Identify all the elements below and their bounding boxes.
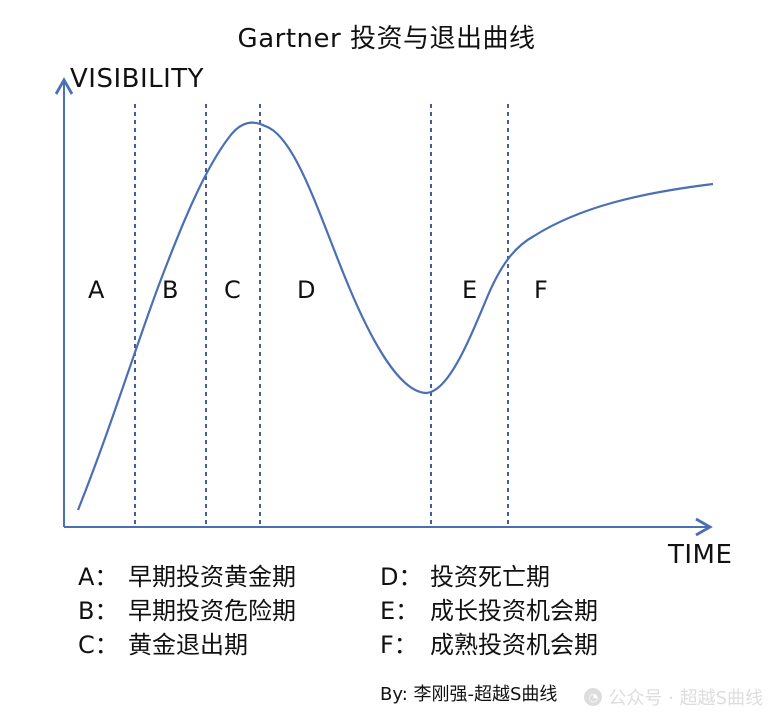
legend-item-f: F： 成熟投资机会期 bbox=[380, 628, 598, 662]
legend-item-a: A： 早期投资黄金期 bbox=[78, 560, 296, 594]
zone-label-a: A bbox=[88, 276, 105, 304]
legend-code-f: F： bbox=[380, 631, 418, 659]
legend-code-c: C： bbox=[78, 631, 119, 659]
zone-label-d: D bbox=[297, 276, 316, 304]
zone-label-b: B bbox=[162, 276, 179, 304]
legend-code-d: D： bbox=[380, 563, 423, 591]
legend-code-b: B： bbox=[78, 597, 119, 625]
watermark-text: 公众号 · 超越S曲线 bbox=[608, 688, 763, 709]
legend-item-d: D：投资死亡期 bbox=[380, 560, 598, 594]
diagram-title: Gartner 投资与退出曲线 bbox=[237, 24, 536, 54]
legend-text-f: 成熟投资机会期 bbox=[430, 631, 598, 659]
legend-text-c: 黄金退出期 bbox=[128, 631, 248, 659]
wechat-icon: ◔ bbox=[584, 688, 603, 706]
legend-text-e: 成长投资机会期 bbox=[430, 597, 598, 625]
legend-code-a: A： bbox=[78, 563, 119, 591]
legend-left-column: A： 早期投资黄金期 B： 早期投资危险期 C： 黄金退出期 bbox=[78, 560, 296, 662]
gartner-curve bbox=[76, 121, 714, 511]
zone-label-e: E bbox=[462, 276, 478, 304]
legend-text-b: 早期投资危险期 bbox=[128, 597, 296, 625]
legend-item-b: B： 早期投资危险期 bbox=[78, 594, 296, 628]
zone-label-f: F bbox=[534, 276, 548, 304]
legend-code-e: E： bbox=[380, 597, 420, 625]
legend-text-d: 投资死亡期 bbox=[430, 563, 550, 591]
zone-label-c: C bbox=[224, 276, 241, 304]
legend-right-column: D：投资死亡期 E： 成长投资机会期 F： 成熟投资机会期 bbox=[380, 560, 598, 662]
author-credit: By: 李刚强-超越S曲线 bbox=[380, 684, 558, 705]
watermark: ◔ 公众号 · 超越S曲线 bbox=[584, 684, 763, 710]
y-axis-label: VISIBILITY bbox=[70, 64, 205, 94]
legend-item-e: E： 成长投资机会期 bbox=[380, 594, 598, 628]
legend-item-c: C： 黄金退出期 bbox=[78, 628, 296, 662]
legend-text-a: 早期投资黄金期 bbox=[128, 563, 296, 591]
x-axis-label: TIME bbox=[668, 540, 733, 570]
